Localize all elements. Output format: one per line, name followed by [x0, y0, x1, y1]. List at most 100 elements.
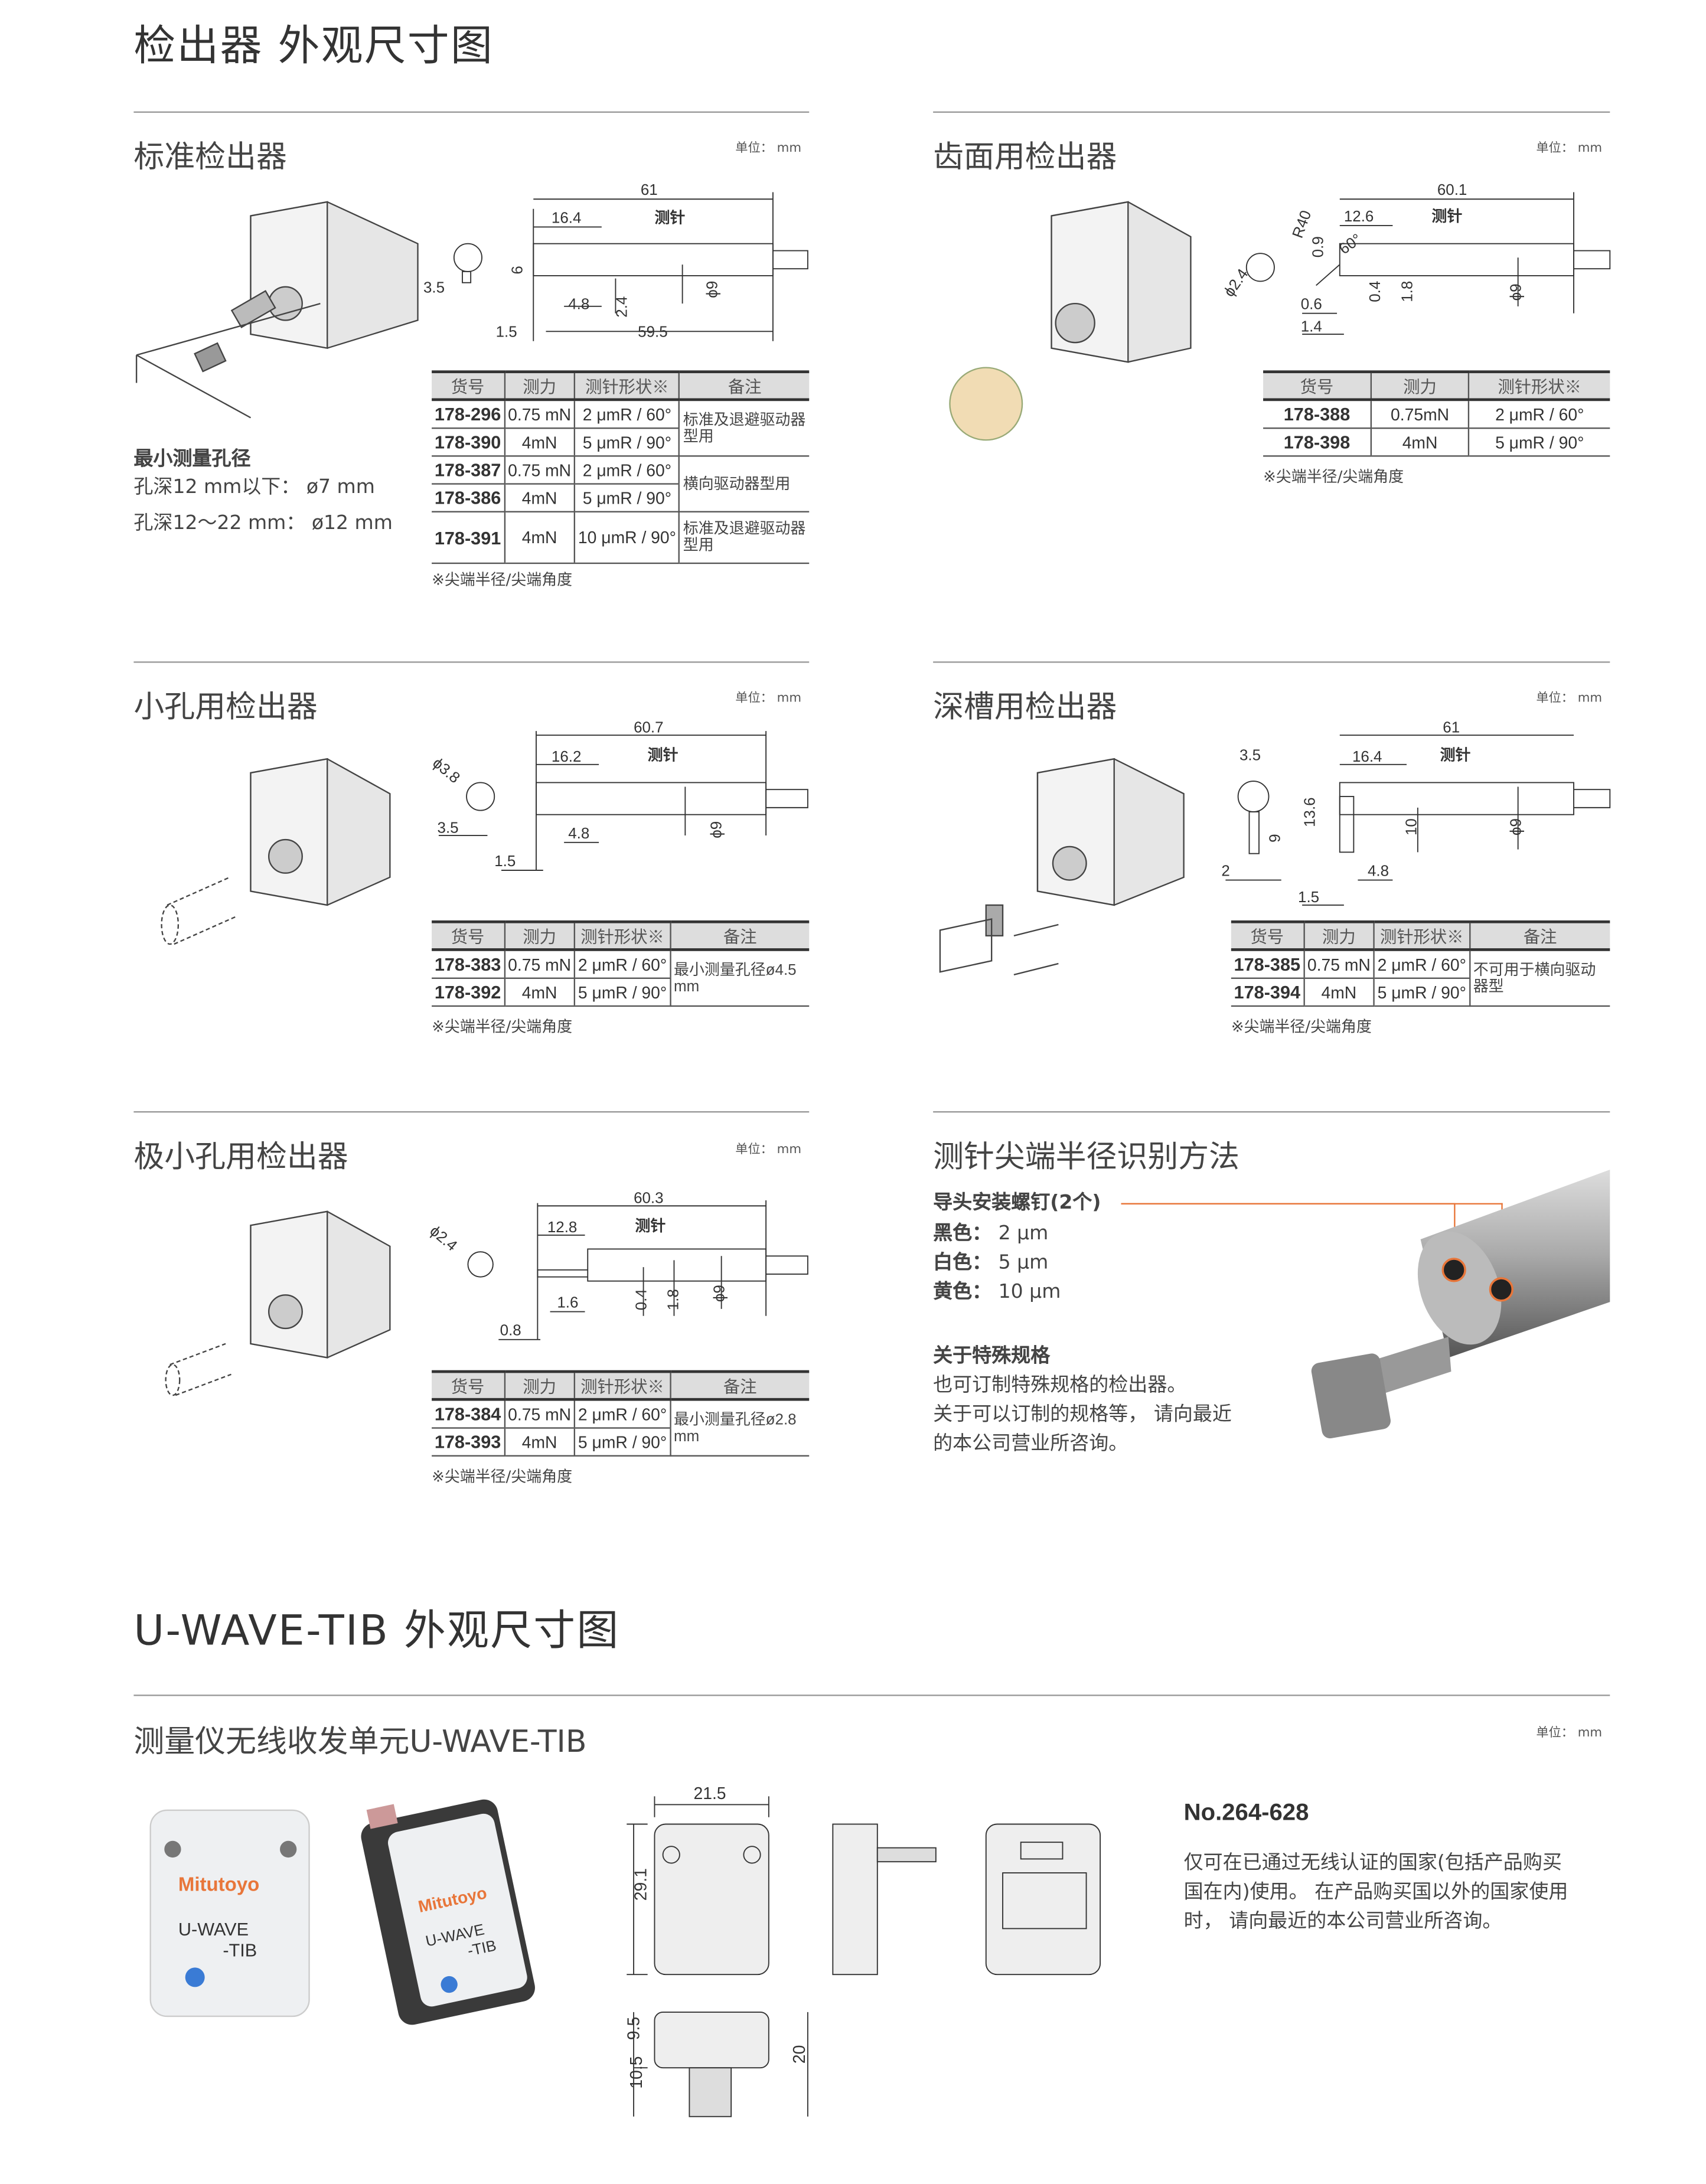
dim-label: 60.7 — [634, 720, 663, 736]
unit-label: 单位： mm — [735, 142, 802, 156]
section-title-gear: 齿面用检出器 — [933, 141, 1117, 176]
logo-text: -TIB — [223, 1941, 257, 1961]
column-header: 测力 — [1303, 920, 1374, 951]
divider — [133, 661, 810, 663]
stylus-shape: 5 μmR / 90° — [573, 428, 680, 457]
dim-label: 12.8 — [547, 1219, 577, 1236]
table-header-row: 货号测力测针形状※备注 — [432, 370, 810, 401]
dim-label: 10.5 — [627, 2056, 645, 2089]
color-value: 2 μm — [998, 1222, 1049, 1245]
dim-label: 60° — [1336, 231, 1365, 257]
table-header-row: 货号测力测针形状※备注 — [1231, 920, 1610, 951]
color-name: 黄色： — [933, 1281, 992, 1304]
remark: 标准及退避驱动器型用 — [679, 399, 810, 457]
unit-label: 单位： mm — [1536, 692, 1603, 706]
probe-illustration-extra-small-hole — [165, 1210, 391, 1396]
column-header: 货号 — [432, 370, 505, 401]
stylus-label: 测针 — [654, 209, 685, 226]
dim-label: 0.4 — [633, 1289, 650, 1310]
table-header-row: 货号测力测针形状※ — [1263, 370, 1610, 401]
divider — [933, 661, 1610, 663]
dimension-labels-small-hole: 60.7 16.2 测针 ϕ3.8 3.5 4.8 ϕ9 1.5 — [429, 720, 725, 870]
stylus-shape: 2 μmR / 60° — [573, 949, 671, 979]
dim-label: R40 — [1290, 208, 1315, 240]
callout-line — [1121, 1203, 1503, 1205]
part-number: 178-392 — [432, 978, 505, 1007]
dim-label: 3.5 — [438, 820, 459, 836]
measuring-force: 4mN — [504, 1428, 575, 1457]
black-screw-icon — [1489, 1277, 1513, 1302]
measuring-force: 4mN — [1303, 978, 1374, 1007]
column-header: 测力 — [504, 1370, 575, 1401]
stylus-shape: 5 μmR / 90° — [1373, 978, 1470, 1007]
stylus-label: 测针 — [1431, 208, 1462, 225]
dim-label: 61 — [641, 182, 658, 198]
probe-illustration-small-hole — [161, 758, 391, 945]
stylus-label: 测针 — [1440, 747, 1471, 764]
dim-label: 0.9 — [1310, 236, 1326, 257]
logo-text: Mitutoyo — [178, 1873, 259, 1895]
section-title-small-hole: 小孔用检出器 — [133, 690, 318, 726]
column-header: 备注 — [669, 920, 810, 951]
probe-illustration-standard — [135, 201, 419, 419]
dimension-drawing-deep-groove — [1225, 734, 1611, 906]
color-value: 5 μm — [998, 1252, 1049, 1274]
uwave-desc-line: 国在内)使用。 在产品购买国以外的国家使用 — [1183, 1881, 1568, 1904]
measuring-force: 4mN — [504, 484, 575, 512]
part-number: 178-296 — [432, 399, 505, 429]
tip-id-probe-photo — [1311, 1170, 1610, 1439]
uwave-desc-line: 时， 请向最近的本公司营业所咨询。 — [1183, 1910, 1502, 1933]
dimension-drawing-small-hole — [438, 731, 808, 871]
dim-label: ϕ9 — [1508, 818, 1524, 835]
uwave-title: U-WAVE-TIB 外观尺寸图 — [133, 1607, 620, 1656]
footnote: ※尖端半径/尖端角度 — [1263, 468, 1404, 487]
stylus-shape: 5 μmR / 90° — [1467, 428, 1610, 457]
dim-label: 21.5 — [693, 1784, 726, 1803]
dim-label: 1.8 — [666, 1289, 682, 1310]
part-number: 178-391 — [432, 511, 505, 564]
unit-label: 单位： mm — [735, 692, 802, 706]
dim-label: ϕ9 — [1508, 283, 1524, 301]
min-bore-title: 最小测量孔径 — [133, 448, 251, 471]
bluetooth-icon — [185, 1967, 205, 1987]
measuring-force: 0.75mN — [1370, 399, 1469, 429]
section-title-tip-id: 测针尖端半径识别方法 — [933, 1140, 1240, 1176]
dim-label: 1.5 — [494, 853, 516, 870]
remark: 不可用于横向驱动器型 — [1469, 949, 1610, 1007]
part-number: 178-385 — [1231, 949, 1304, 979]
color-code-yellow: 黄色： 10 μm — [933, 1278, 1061, 1308]
dim-label: 1.5 — [1298, 889, 1319, 906]
measuring-force: 0.75 mN — [504, 1399, 575, 1429]
uwave-photo-front: Mitutoyo U-WAVE -TIB — [149, 1809, 310, 2017]
column-header: 测针形状※ — [573, 920, 671, 951]
column-header: 货号 — [1263, 370, 1372, 401]
dim-label: ϕ9 — [711, 1285, 728, 1302]
stylus-shape: 10 μmR / 90° — [573, 511, 680, 564]
footnote: ※尖端半径/尖端角度 — [432, 1467, 573, 1486]
uwave-dimension-drawing — [627, 1796, 1101, 2117]
part-number: 178-384 — [432, 1399, 505, 1429]
divider — [133, 1695, 1610, 1696]
divider — [133, 111, 810, 113]
stylus-shape: 2 μmR / 60° — [573, 1399, 671, 1429]
screw-label: 导头安装螺钉(2个) — [933, 1191, 1101, 1215]
remark: 横向驱动器型用 — [679, 456, 810, 512]
remark: 最小测量孔径ø2.8 mm — [669, 1399, 810, 1457]
stylus-label: 测针 — [648, 747, 679, 764]
dim-label: 60.3 — [634, 1190, 663, 1207]
footnote: ※尖端半径/尖端角度 — [432, 1017, 573, 1036]
dim-label: 29.1 — [631, 1868, 650, 1901]
divider — [133, 1111, 810, 1113]
part-number: 178-393 — [432, 1428, 505, 1457]
dimension-labels-extra-small-hole: 60.3 12.8 测针 ϕ2.4 1.6 0.4 1.8 ϕ9 0.8 — [426, 1190, 728, 1339]
column-header: 备注 — [1469, 920, 1610, 951]
footnote: ※尖端半径/尖端角度 — [432, 570, 573, 589]
dimension-labels-standard: 61 16.4 测针 6 3.5 4.8 2.4 ϕ9 1.5 59.5 — [423, 182, 721, 341]
